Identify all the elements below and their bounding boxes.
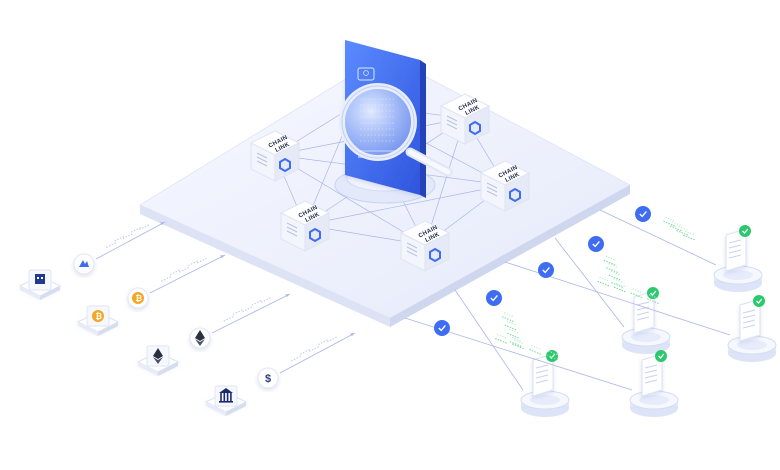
data-destination: [504, 261, 777, 362]
svg-text:$: $: [265, 373, 271, 385]
validated-check-icon: [434, 320, 450, 336]
data-source: [136, 293, 291, 376]
chainlink-node: CHAINLINK: [279, 200, 331, 252]
data-destination: [554, 236, 671, 354]
chainlink-node: CHAINLINK: [399, 220, 451, 272]
success-check-icon: [655, 350, 667, 362]
data-destination: [454, 289, 570, 417]
destination-pod: [520, 350, 570, 417]
bank-icon: [219, 388, 233, 403]
chainlink-logo-icon: [309, 227, 321, 243]
success-check-icon: [753, 295, 765, 307]
dollar-icon: $: [265, 373, 271, 385]
chainlink-logo-icon: [279, 157, 291, 173]
chainlink-node: CHAINLINK: [479, 160, 531, 212]
source-badge: $: [257, 367, 279, 389]
success-check-icon: [546, 350, 558, 362]
svg-text:₿: ₿: [96, 312, 103, 321]
source-badge: ₿: [127, 287, 149, 309]
destination-pod: [621, 287, 671, 354]
exchange-building-icon: [35, 274, 45, 284]
source-badge: [189, 327, 211, 349]
delivery-line: [599, 209, 717, 266]
ethereum-icon: [153, 348, 163, 364]
destination-pod: [629, 350, 679, 417]
data-destination: [599, 206, 763, 292]
success-check-icon: [647, 287, 659, 299]
delivery-line: [454, 289, 524, 391]
chart-triangle-icon: [79, 260, 89, 267]
chainlink-logo-icon: [429, 247, 441, 263]
bitcoin-icon: ₿: [132, 292, 144, 304]
chainlink-node: CHAINLINK: [249, 130, 301, 182]
svg-text:₿: ₿: [136, 294, 143, 303]
validated-check-icon: [538, 262, 554, 278]
data-source: [18, 221, 166, 300]
validated-check-icon: [486, 290, 502, 306]
source-badge: [73, 253, 95, 275]
bitcoin-icon: ₿: [92, 310, 104, 322]
panel-card-icon: [357, 67, 375, 81]
validated-check-icon: [588, 236, 604, 252]
destination-pod: [713, 225, 763, 292]
ethereum-icon: [195, 330, 205, 346]
magnifier-icon: [339, 83, 453, 177]
data-stream-line: [95, 221, 166, 260]
chainlink-logo-icon: [509, 187, 521, 203]
data-verification-panel: 1 0 1 1 0 1 0 0 1 1 0 1 1 0 1 1 0 1 0 1 …: [334, 40, 453, 204]
destination-pod: [727, 295, 777, 362]
data-stream-line: [279, 332, 356, 374]
data-stream-line: [149, 254, 226, 294]
data-stream-line: [211, 293, 291, 334]
success-check-icon: [739, 225, 751, 237]
validated-check-icon: [635, 206, 651, 222]
delivery-line: [554, 237, 625, 328]
chainlink-node: CHAINLINK: [439, 93, 491, 145]
data-destination: [404, 317, 679, 417]
data-source: $: [204, 332, 356, 416]
data-source: ₿₿: [76, 254, 226, 336]
chainlink-logo-icon: [469, 120, 481, 136]
